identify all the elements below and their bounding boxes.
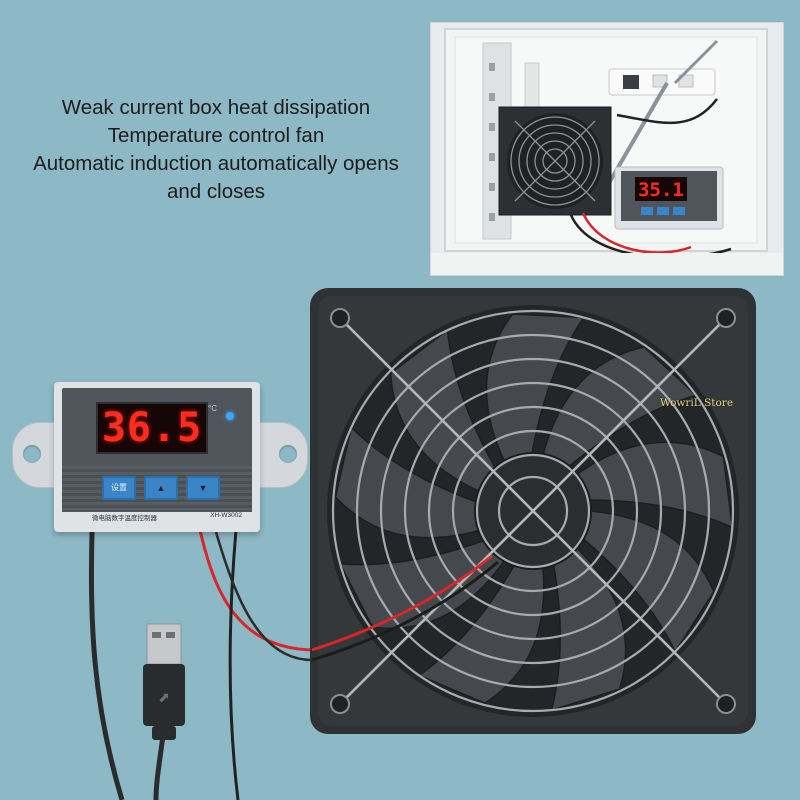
mounting-ear-right: [252, 422, 308, 488]
set-button: 设置: [102, 476, 136, 500]
controller-label-row: 微电脑数字温度控制器 XH-W3002: [62, 512, 252, 522]
thermostat-controller: 36.5 °C 设置 ▲ ▼ 微电脑数字温度控制器 XH-W3002: [12, 382, 308, 532]
usb-cable: [88, 531, 125, 800]
headline-line-2: Temperature control fan: [107, 124, 325, 147]
guard-ring: [355, 333, 711, 689]
red-power-cable: [198, 529, 313, 652]
fan-screws: [330, 308, 736, 714]
temperature-display: 36.5: [96, 402, 208, 454]
controller-description: 微电脑数字温度控制器: [92, 515, 157, 522]
down-arrow-button: ▼: [186, 476, 220, 500]
guard-ring: [475, 453, 591, 569]
inset-display-reading: 35.1: [638, 179, 684, 201]
controller-body: 36.5 °C 设置 ▲ ▼ 微电脑数字温度控制器 XH-W3002: [54, 382, 260, 532]
black-sensor-cable: [228, 529, 240, 800]
headline-line-1: Weak current box heat dissipation: [61, 96, 371, 119]
usb-plug-icon: ⬈: [143, 623, 185, 740]
controller-face: 36.5 °C 设置 ▲ ▼ 微电脑数字温度控制器 XH-W3002: [62, 388, 252, 522]
guard-ring: [427, 405, 639, 617]
headline-text: Weak current box heat dissipation Temper…: [0, 94, 432, 206]
up-arrow-button: ▲: [144, 476, 178, 500]
controller-model: XH-W3002: [210, 512, 242, 519]
fan-guard: [331, 309, 735, 713]
unit-mark: °C: [208, 404, 217, 413]
cooling-fan: [310, 288, 756, 734]
guard-ring: [403, 381, 663, 641]
wiring-box-inset-photo: 35.1: [430, 22, 784, 276]
guard-ring: [497, 475, 569, 547]
store-watermark: WowriL Store: [660, 397, 734, 409]
wiring-box-illustration: 35.1: [431, 28, 783, 275]
guard-ring: [331, 309, 735, 713]
guard-ring: [451, 429, 615, 593]
guard-ring: [379, 357, 687, 665]
svg-text:⬈: ⬈: [158, 690, 170, 706]
headline-line-4: and closes: [166, 180, 265, 203]
black-power-cable: [214, 531, 313, 662]
status-led-icon: [226, 412, 234, 420]
headline-line-3: Automatic induction automatically opens: [33, 152, 399, 175]
